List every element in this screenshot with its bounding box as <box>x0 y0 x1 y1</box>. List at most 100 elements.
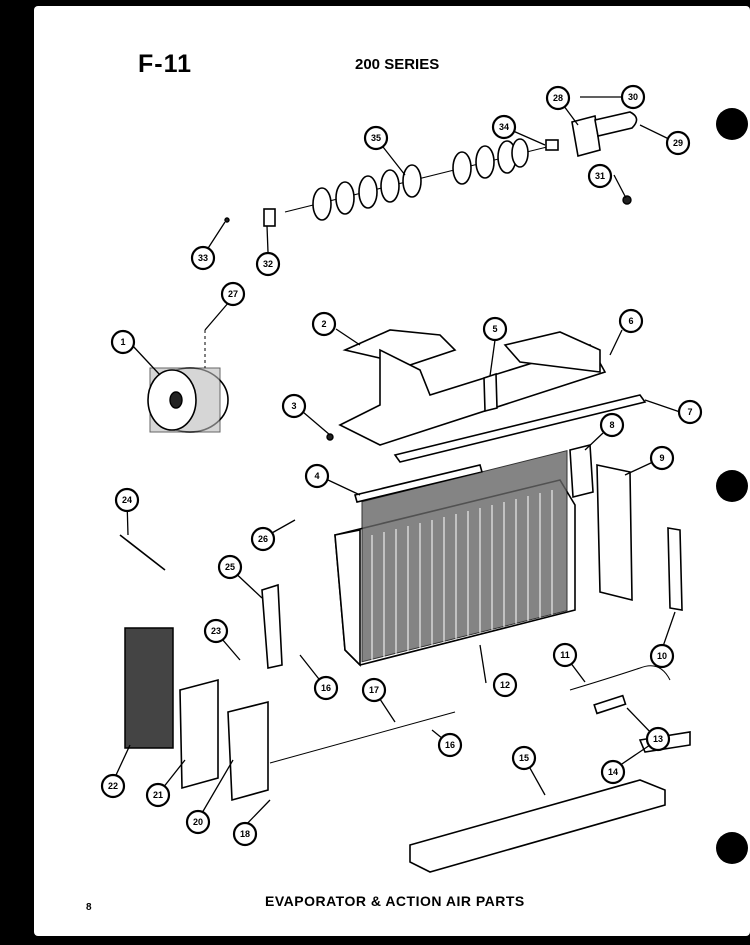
control-rod <box>269 711 456 764</box>
callout-8: 8 <box>599 412 625 438</box>
callout-3: 3 <box>281 393 307 419</box>
svg-text:5: 5 <box>492 324 497 334</box>
side-rail <box>667 527 683 611</box>
svg-text:2: 2 <box>321 319 326 329</box>
callout-28: 28 <box>545 85 571 111</box>
shaft-part <box>119 534 166 571</box>
svg-text:15: 15 <box>519 753 529 763</box>
callout-6: 6 <box>618 308 644 334</box>
diagram-code: F-11 <box>138 50 193 78</box>
callout-22: 22 <box>100 773 126 799</box>
svg-text:16: 16 <box>445 740 455 750</box>
svg-text:11: 11 <box>560 650 570 660</box>
callout-20: 20 <box>185 809 211 835</box>
partition-assembly <box>338 331 607 446</box>
blower-wheel-assembly <box>284 138 559 221</box>
collar-part <box>263 208 276 227</box>
callout-16-upper: 16 <box>313 675 339 701</box>
side-bracket <box>569 443 594 499</box>
callout-24: 24 <box>114 487 140 513</box>
callout-9: 9 <box>649 445 675 471</box>
screw-part <box>326 433 334 441</box>
svg-text:26: 26 <box>258 534 268 544</box>
callout-1: 1 <box>110 329 136 355</box>
svg-text:22: 22 <box>108 781 118 791</box>
nut-part <box>622 195 632 205</box>
svg-text:3: 3 <box>291 401 296 411</box>
callout-17: 17 <box>361 677 387 703</box>
callout-25: 25 <box>217 554 243 580</box>
callout-35: 35 <box>363 125 389 151</box>
callout-26: 26 <box>250 526 276 552</box>
svg-text:17: 17 <box>369 685 379 695</box>
svg-text:13: 13 <box>653 734 663 744</box>
callout-12: 12 <box>492 672 518 698</box>
svg-text:16: 16 <box>321 683 331 693</box>
svg-text:35: 35 <box>371 133 381 143</box>
tubing-part <box>569 665 671 691</box>
svg-text:32: 32 <box>263 259 273 269</box>
svg-text:9: 9 <box>659 453 664 463</box>
callout-11: 11 <box>552 642 578 668</box>
callout-34: 34 <box>491 114 517 140</box>
bracket-part <box>261 583 283 669</box>
callout-10: 10 <box>649 643 675 669</box>
svg-text:6: 6 <box>628 316 633 326</box>
callout-33: 33 <box>190 245 216 271</box>
capillary-part <box>593 694 627 715</box>
callout-23: 23 <box>203 618 229 644</box>
callout-7: 7 <box>677 399 703 425</box>
svg-text:4: 4 <box>314 471 319 481</box>
svg-text:21: 21 <box>153 790 163 800</box>
diagram-caption: EVAPORATOR & ACTION AIR PARTS <box>265 893 525 909</box>
svg-text:23: 23 <box>211 626 221 636</box>
screw-part <box>224 217 230 223</box>
binder-hole-top <box>716 108 748 140</box>
callout-16-lower: 16 <box>437 732 463 758</box>
svg-text:28: 28 <box>553 93 563 103</box>
callout-15: 15 <box>511 745 537 771</box>
binder-hole-middle <box>716 470 748 502</box>
svg-text:1: 1 <box>120 337 125 347</box>
svg-text:14: 14 <box>608 767 618 777</box>
callout-5: 5 <box>482 316 508 342</box>
callout-31: 31 <box>587 163 613 189</box>
svg-text:18: 18 <box>240 829 250 839</box>
svg-text:27: 27 <box>228 289 238 299</box>
page-number: 8 <box>86 902 92 913</box>
evaporator-coil <box>334 450 576 667</box>
callout-32: 32 <box>255 251 281 277</box>
door-panel <box>227 700 269 802</box>
filter-panel <box>179 678 219 790</box>
callout-4: 4 <box>304 463 330 489</box>
svg-text:10: 10 <box>657 651 667 661</box>
svg-text:34: 34 <box>499 122 509 132</box>
blower-wheel <box>147 367 229 433</box>
base-pan <box>409 779 666 873</box>
callout-2: 2 <box>311 311 337 337</box>
callout-14: 14 <box>600 759 626 785</box>
callout-21: 21 <box>145 782 171 808</box>
svg-text:29: 29 <box>673 138 683 148</box>
svg-text:25: 25 <box>225 562 235 572</box>
svg-text:20: 20 <box>193 817 203 827</box>
diagram-series: 200 SERIES <box>355 56 440 73</box>
callout-30: 30 <box>620 84 646 110</box>
svg-text:33: 33 <box>198 253 208 263</box>
svg-text:30: 30 <box>628 92 638 102</box>
callout-27: 27 <box>220 281 246 307</box>
side-panel <box>596 464 633 602</box>
bearing-bracket <box>571 111 638 158</box>
svg-text:31: 31 <box>595 171 605 181</box>
callout-18: 18 <box>232 821 258 847</box>
svg-text:24: 24 <box>122 495 132 505</box>
diagram-sheet <box>34 6 750 936</box>
callout-13: 13 <box>645 726 671 752</box>
rail-strip <box>393 394 647 463</box>
svg-text:8: 8 <box>609 420 614 430</box>
filter-grille <box>124 627 174 749</box>
callout-29: 29 <box>665 130 691 156</box>
binder-hole-bottom <box>716 832 748 864</box>
svg-text:12: 12 <box>500 680 510 690</box>
